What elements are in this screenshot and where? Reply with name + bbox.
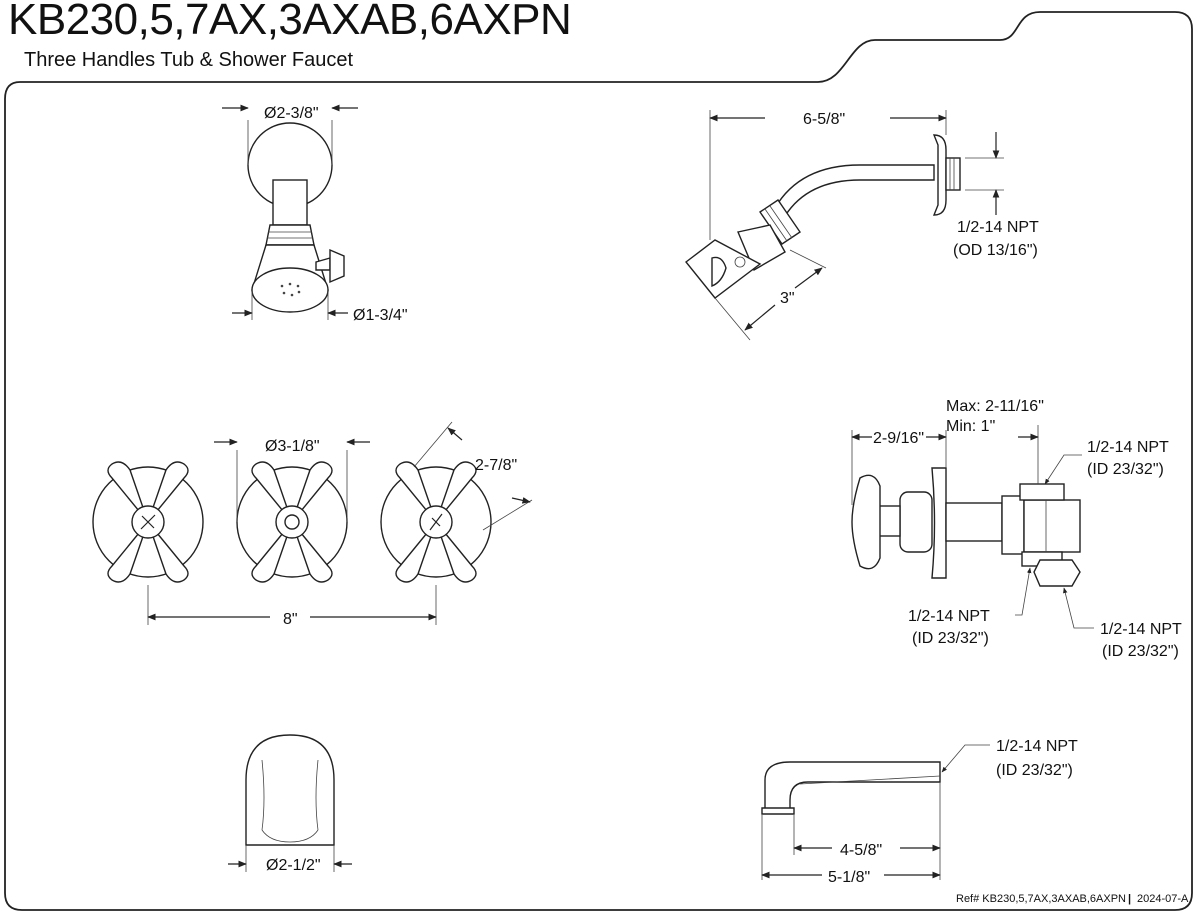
handle-right: [380, 461, 492, 583]
showerhead-diameter-dimension: [222, 104, 358, 165]
valve-bottom-left-npt-label: 1/2-14 NPT: [908, 608, 990, 625]
handle-left: [92, 461, 204, 583]
shower-arm-npt-label: 1/2-14 NPT: [957, 219, 1039, 236]
valve-min-label: Min: 1": [946, 418, 995, 435]
handle-center: [236, 461, 348, 583]
reference-number: Ref# KB230,5,7AX,3AXAB,6AXPN: [956, 893, 1126, 905]
reference-separator: |: [1128, 893, 1131, 905]
showerhead-front-view: [247, 122, 345, 313]
spout-length-inner-label: 4-5/8": [840, 842, 882, 859]
valve-depth-label: 2-9/16": [873, 430, 924, 447]
page-subtitle: Three Handles Tub & Shower Faucet: [24, 49, 354, 71]
shower-head-depth-dimension: [714, 249, 827, 341]
valve-bottom-left-leader: [1015, 567, 1032, 616]
valve-top-leader: [1044, 454, 1082, 485]
spout-length-dimensions: [761, 782, 941, 880]
shower-arm-od-label: (OD 13/16"): [953, 242, 1038, 259]
showerhead-face-label: Ø1-3/4": [353, 307, 408, 324]
shower-head-depth-label: 3": [780, 290, 795, 307]
handle-diameter-dimension: [214, 438, 370, 522]
sheet-frame: [4, 11, 1193, 911]
handle-diameter-label: Ø3-1/8": [265, 438, 320, 455]
spout-front-view: [245, 734, 335, 846]
spout-length-outer-label: 5-1/8": [828, 869, 870, 886]
spout-npt-label: 1/2-14 NPT: [996, 738, 1078, 755]
shower-arm-thread-dimension: [965, 132, 1004, 215]
showerhead-face-dimension: [232, 292, 348, 320]
valve-top-id-label: (ID 23/32"): [1087, 461, 1164, 478]
shower-arm-length-dimension: [709, 110, 947, 240]
valve-max-label: Max: 2-11/16": [946, 398, 1044, 415]
valve-side-view: [851, 467, 1081, 587]
shower-arm-side-view: [685, 134, 961, 299]
revision-code: 2024-07-A: [1137, 893, 1189, 905]
handle-spacing-dimension: [147, 585, 437, 625]
page-title: KB230,5,7AX,3AXAB,6AXPN: [8, 0, 572, 44]
handle-diagonal-label: 2-7/8": [475, 457, 517, 474]
valve-bottom-right-leader: [1063, 587, 1094, 629]
valve-depth-dimension: [851, 425, 1039, 505]
valve-top-npt-label: 1/2-14 NPT: [1087, 439, 1169, 456]
spout-id-label: (ID 23/32"): [996, 762, 1073, 779]
spout-side-view: [761, 761, 941, 815]
spout-diameter-label: Ø2-1/2": [266, 857, 321, 874]
shower-arm-length-label: 6-5/8": [803, 111, 845, 128]
valve-bottom-right-id-label: (ID 23/32"): [1102, 643, 1179, 660]
valve-bottom-left-id-label: (ID 23/32"): [912, 630, 989, 647]
handle-diagonal-dimension: [413, 421, 533, 531]
handle-spacing-label: 8": [283, 611, 298, 628]
showerhead-diameter-label: Ø2-3/8": [264, 105, 319, 122]
spout-diameter-dimension: [228, 845, 352, 872]
valve-bottom-right-npt-label: 1/2-14 NPT: [1100, 621, 1182, 638]
spout-npt-leader: [941, 744, 990, 773]
